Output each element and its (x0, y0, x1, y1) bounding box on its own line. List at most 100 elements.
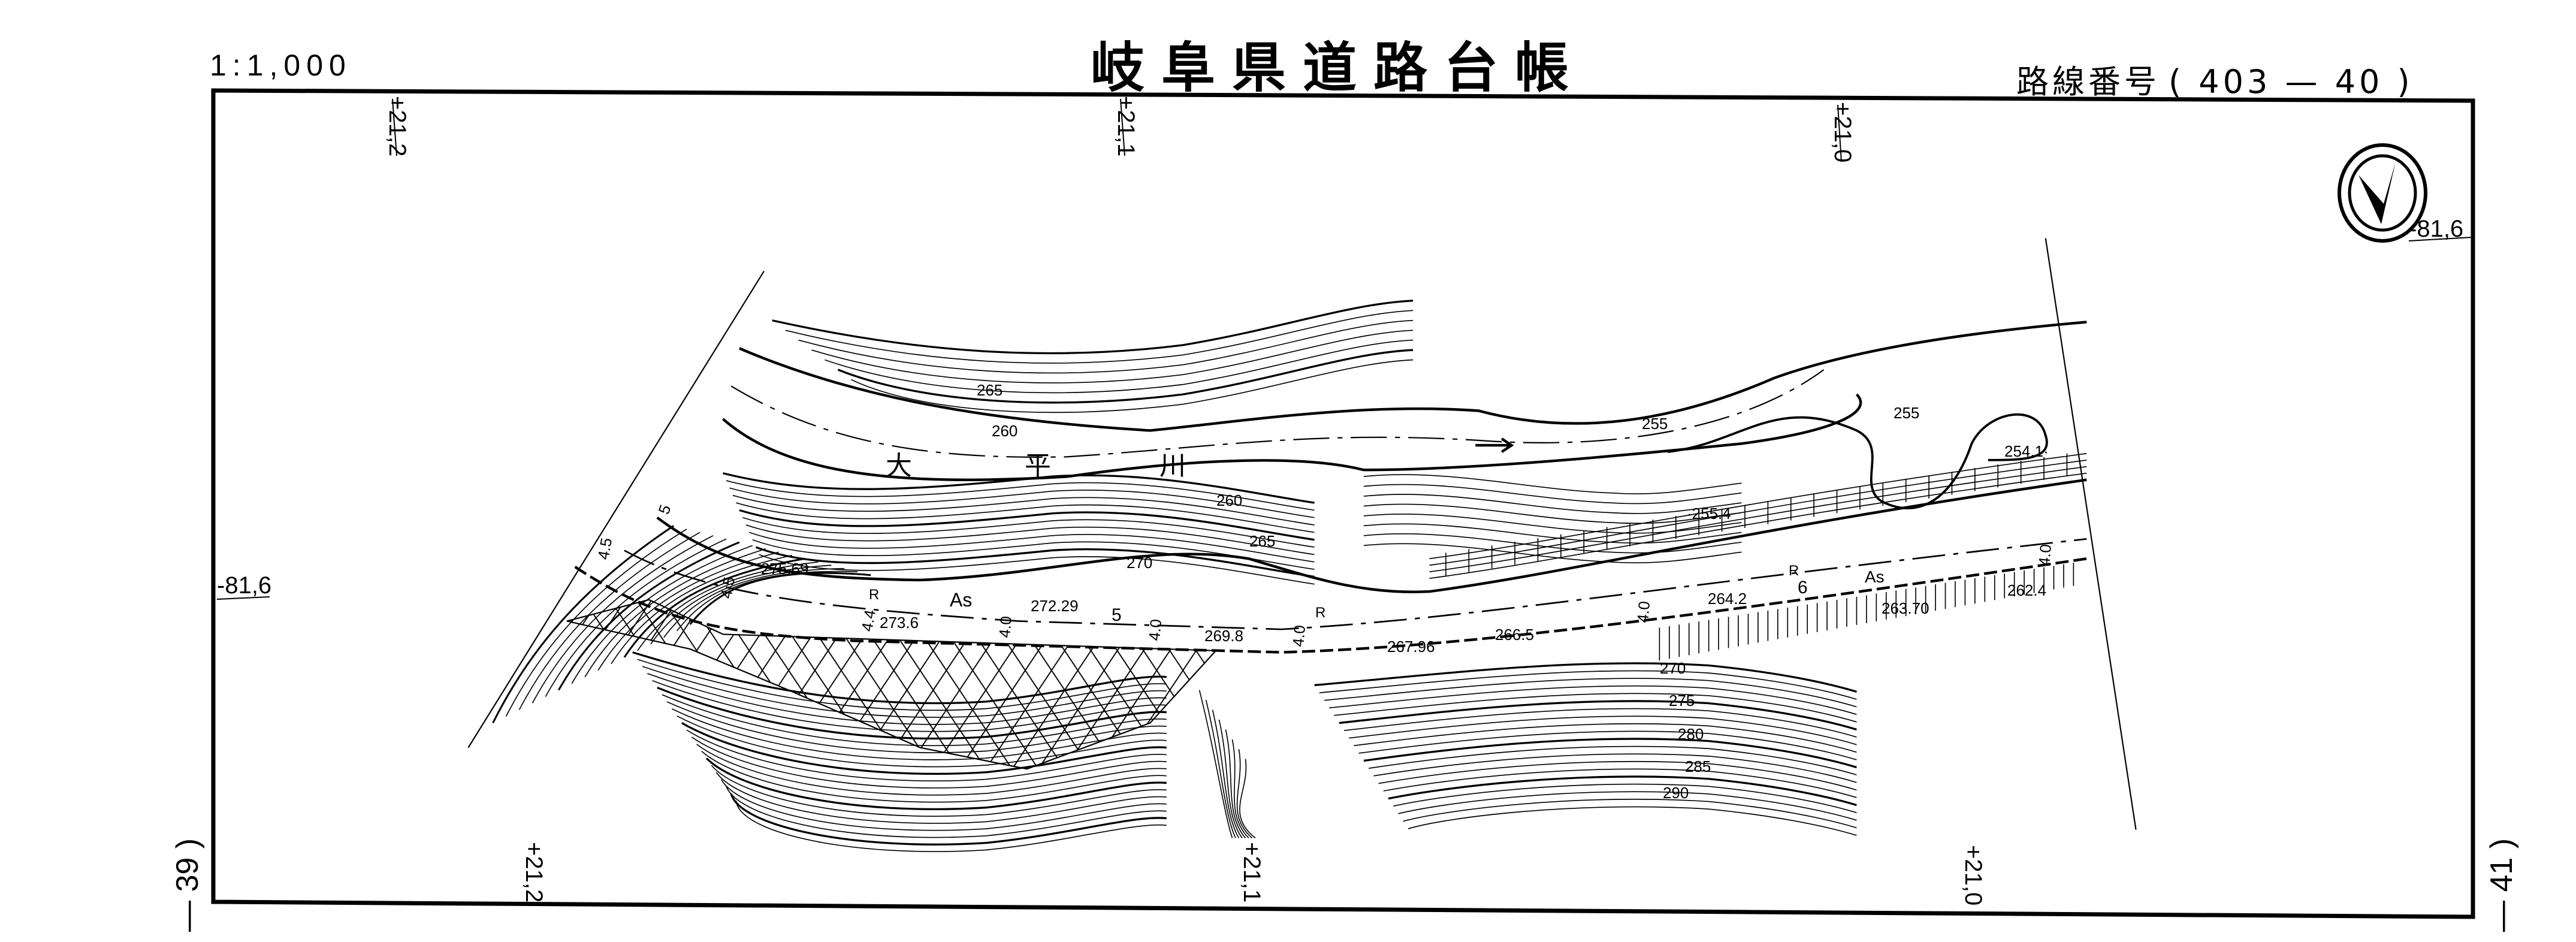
contour-line (726, 786, 1167, 838)
contour-line (742, 517, 1315, 548)
road-upper-edge (656, 478, 2087, 593)
contour-line (531, 535, 714, 704)
contour-line (1314, 662, 1857, 693)
contour-line (705, 757, 1167, 810)
contour-line (686, 729, 1167, 782)
road-lower-edge (574, 557, 2087, 654)
contour-line (1659, 563, 2074, 661)
contour-line (1373, 753, 1857, 783)
contour-line (1205, 699, 1236, 838)
contour-label: 280 (1678, 725, 1704, 743)
kilometer-post: 5 (1112, 605, 1122, 625)
road-width: 4.0 (1145, 618, 1165, 642)
spot-height: 272.29 (1031, 597, 1079, 615)
contour-line (798, 319, 1414, 374)
contour-line (505, 529, 687, 717)
contour-line (739, 509, 1315, 541)
contour-line (811, 330, 1414, 384)
contour-line (647, 673, 1167, 725)
route-number: 路線番号( 403 — 40 ) (2016, 55, 2414, 102)
kilometer-post: 6 (1798, 578, 1808, 597)
contour-line (745, 524, 1315, 555)
contour-line (715, 772, 1167, 824)
north-arrow-icon (2338, 143, 2427, 243)
grid-label-bottom: +21,0 (1960, 845, 1986, 905)
road-width: 4.5 (594, 536, 615, 561)
contour-line (1343, 708, 1857, 738)
contour-line (1398, 791, 1857, 821)
contour-line (1393, 783, 1857, 813)
spot-height: 267.96 (1387, 638, 1435, 656)
page-title: 岐阜県道路台帳 (1091, 37, 1586, 99)
road-width: 4.4 (857, 608, 879, 633)
river-bank-upper (739, 321, 2087, 432)
previous-sheet-label: — 39 ) (170, 838, 205, 932)
contour-line (730, 793, 1167, 846)
contour-line (652, 680, 1167, 732)
contour-line (1363, 543, 1742, 564)
contour-line (1319, 670, 1857, 700)
spot-height: 266.5 (1495, 626, 1534, 644)
contour-line (1403, 799, 1857, 829)
contour-line (492, 525, 675, 724)
spot-height: 269.8 (1204, 627, 1243, 645)
contour-line (1363, 474, 1742, 494)
road-marker: R (1789, 563, 1799, 579)
contour-line (1212, 709, 1240, 838)
map-labels: 大 平 川 265 260 260 265 270 255 255 270 27… (594, 381, 2055, 802)
contour-label: 285 (1685, 757, 1711, 775)
road-width: 4.5 (717, 575, 738, 600)
grid-label-left: -81,6 (217, 572, 271, 599)
spot-height: 273.6 (880, 614, 919, 632)
contour-line (696, 744, 1167, 796)
road-surface-label: As (950, 589, 972, 611)
contour-line (1339, 700, 1857, 731)
road-marker: R (1315, 605, 1325, 621)
contour-line (711, 765, 1167, 817)
contour-line (677, 715, 1167, 768)
map-scale: 1:1,000 (210, 49, 352, 82)
contour-line (837, 349, 1414, 404)
grid-label-top: +21,1 (1113, 96, 1139, 156)
grid-label-top: +21,0 (1829, 102, 1856, 162)
contour-line (1324, 678, 1857, 708)
contour-lines (492, 300, 2087, 852)
contour-line (1198, 690, 1233, 838)
contour-line (1358, 730, 1857, 760)
river-flow-arrow (1475, 437, 1514, 453)
contour-line (663, 567, 845, 638)
contour-line (729, 487, 1315, 518)
map-frame (211, 88, 2475, 919)
contour-label: 265 (1249, 532, 1275, 550)
contour-line (1429, 452, 2087, 579)
contour-line (1349, 715, 1857, 745)
contour-line (1225, 729, 1246, 838)
contour-line (1363, 484, 1742, 505)
contour-line (772, 300, 1414, 355)
contour-line (1368, 745, 1857, 775)
contour-line (597, 551, 779, 671)
contour-line (785, 310, 1414, 364)
grid-label-bottom: +21,2 (521, 842, 547, 902)
river-centerline (730, 369, 1825, 458)
contour-label: 290 (1663, 784, 1689, 802)
road-width: 4.0 (2035, 544, 2055, 567)
contour-line (1383, 768, 1857, 798)
contour-line (1363, 503, 1742, 524)
road-width: 4.0 (1633, 600, 1653, 624)
contour-line (1218, 719, 1243, 838)
contour-line (1408, 806, 1857, 836)
spot-height: 275.69 (761, 560, 809, 578)
contour-line (691, 736, 1167, 789)
contour-line (666, 701, 1167, 753)
contour-line (642, 666, 1167, 718)
contour-label: 270 (1127, 554, 1152, 572)
contour-line (825, 339, 1414, 394)
contour-line (732, 494, 1315, 526)
contour-line (1329, 685, 1857, 715)
grid-labels: +21,2 +21,1 +21,0 +21,2 +21,1 +21,0 -81,… (217, 96, 2463, 905)
contour-label: 255 (1642, 415, 1668, 433)
contour-line (1231, 739, 1249, 839)
contour-line (632, 651, 1167, 705)
